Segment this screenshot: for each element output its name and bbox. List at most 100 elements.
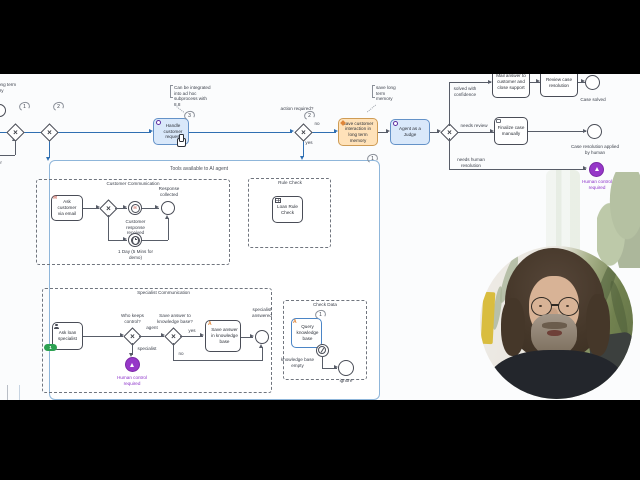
bottom-letterbox-bar (0, 400, 640, 480)
mail-icon: ✉ (133, 205, 137, 210)
message-catch-event[interactable]: ✉ (128, 201, 142, 215)
boundary-event-kb-empty[interactable] (315, 343, 329, 357)
arrowhead (161, 333, 165, 337)
task-save-answer-kb[interactable]: Save answer in knowledge base (205, 320, 241, 352)
end-event-specialist-answered[interactable] (255, 330, 269, 344)
association-line (366, 104, 377, 113)
person-hair-left (501, 298, 525, 356)
flow-line (131, 343, 133, 355)
label-specialist-answered: specialist answered (252, 307, 272, 318)
flow-line (241, 336, 253, 338)
arrowhead (250, 334, 254, 338)
end-event-response-collected[interactable] (161, 201, 175, 215)
loop-badge-1: 1 (18, 100, 31, 113)
label-needs-review: needs review (460, 123, 488, 128)
label-solved-with-confidence: solved with confidence (453, 86, 477, 97)
clipped-event-circle (0, 104, 6, 117)
label-yes: yes (305, 140, 313, 145)
group-title: Specialist Communication (137, 290, 190, 295)
loop-line (0, 155, 15, 156)
label-no: no (314, 121, 320, 126)
label-action-required: action required? (280, 106, 314, 111)
flow-line (430, 131, 439, 133)
person-eye-right (566, 305, 569, 308)
plant-decoration (546, 170, 580, 254)
loop-badge-query: 1 (314, 308, 327, 321)
arrowhead (155, 205, 159, 209)
group-specialist-communication[interactable] (42, 288, 272, 393)
flow-line (321, 367, 337, 369)
mail-icon: ✉ (53, 195, 58, 201)
annotation-bracket (170, 85, 173, 98)
label-timer-duration: 1 Day (5 Mins for demo) (118, 249, 153, 260)
arrowhead (334, 129, 338, 133)
task-review-resolution[interactable]: Review case resolution (540, 74, 578, 97)
task-ask-loan-specialist[interactable]: Ask loan specialist (52, 322, 83, 350)
person-sweater (488, 350, 624, 399)
flow-line (142, 239, 168, 241)
escalation-event-human-control[interactable] (124, 357, 140, 372)
flow-line (172, 343, 174, 360)
arrowhead (123, 205, 127, 209)
group-check-data[interactable] (283, 300, 367, 380)
flow-line (189, 131, 292, 133)
arrowhead (46, 157, 50, 161)
gateway-action-required[interactable]: × (293, 122, 313, 142)
flow-line (528, 131, 586, 132)
gateway-1[interactable]: × (5, 122, 25, 142)
label-kb-empty: knowledge base empty (280, 357, 315, 368)
arrowhead (123, 237, 127, 241)
clipped-edge-label: load customer memory (0, 154, 9, 171)
annotation-bracket (372, 85, 375, 98)
flow-line (107, 215, 109, 240)
label-applied-by-human: Case resolution applied by human (570, 144, 619, 155)
agent-ring-icon (393, 121, 398, 126)
label-response-collected: Response collected (158, 186, 180, 197)
decision-table-icon (274, 198, 281, 203)
label-case-solved: Case solved (580, 97, 606, 102)
agent-ring-icon (156, 120, 161, 125)
end-event-case-solved[interactable] (585, 75, 600, 90)
task-agent-as-judge[interactable]: Agent as a Judge (390, 119, 430, 145)
label-human-control-required: Human control required (582, 179, 612, 190)
annotation-load-long-term-memory: load long term memory (0, 82, 17, 93)
arrowhead (96, 205, 100, 209)
label-no: no (178, 351, 184, 356)
flow-line (83, 207, 99, 209)
webcam-overlay[interactable] (480, 246, 633, 399)
arrowhead (583, 166, 587, 170)
loop-badge-2: 2 (52, 100, 65, 113)
flow-line (378, 131, 388, 133)
task-query-knowledge-base[interactable]: Query knowledge base (291, 318, 322, 348)
plant-leaves-decoration (597, 172, 640, 268)
clock-icon (131, 235, 139, 245)
bpmn-canvas[interactable]: load long term memory load customer memo… (0, 74, 640, 400)
flow-line (48, 138, 50, 158)
gateway-2[interactable]: × (39, 122, 59, 142)
label-yes: yes (188, 328, 196, 333)
group-rule-check[interactable] (248, 178, 331, 248)
flow-line (321, 356, 323, 368)
escalation-event-human-control[interactable] (589, 161, 604, 177)
end-event-resolution-applied[interactable] (587, 123, 602, 139)
connector-a-icon: A (208, 321, 212, 327)
person-hair-right (586, 294, 610, 356)
flow-line (0, 131, 9, 133)
manual-task-icon (496, 119, 501, 123)
group-customer-communication[interactable] (36, 179, 230, 265)
flow-line (107, 239, 127, 241)
flow-line (142, 207, 159, 209)
group-title: Customer Communication (106, 181, 160, 186)
token-count-badge: 1 (44, 344, 57, 351)
end-event-ignore[interactable] (338, 360, 354, 376)
task-finalize-manually[interactable]: Finalize case manually (494, 117, 528, 145)
flow-line (448, 82, 491, 83)
label-who-keeps-control: Who keeps control? (121, 313, 144, 324)
task-ask-customer-email[interactable]: Ask customer via email (51, 195, 83, 221)
label-customer-response-received: Customer response received (125, 219, 146, 235)
arrowhead (488, 79, 492, 84)
timer-event[interactable] (128, 233, 142, 247)
task-mail-answer[interactable]: Mail answer to customer and close suppor… (492, 74, 530, 98)
group-title: Check Data (312, 302, 337, 307)
panel-title: Tools available to AI agent (169, 166, 229, 172)
